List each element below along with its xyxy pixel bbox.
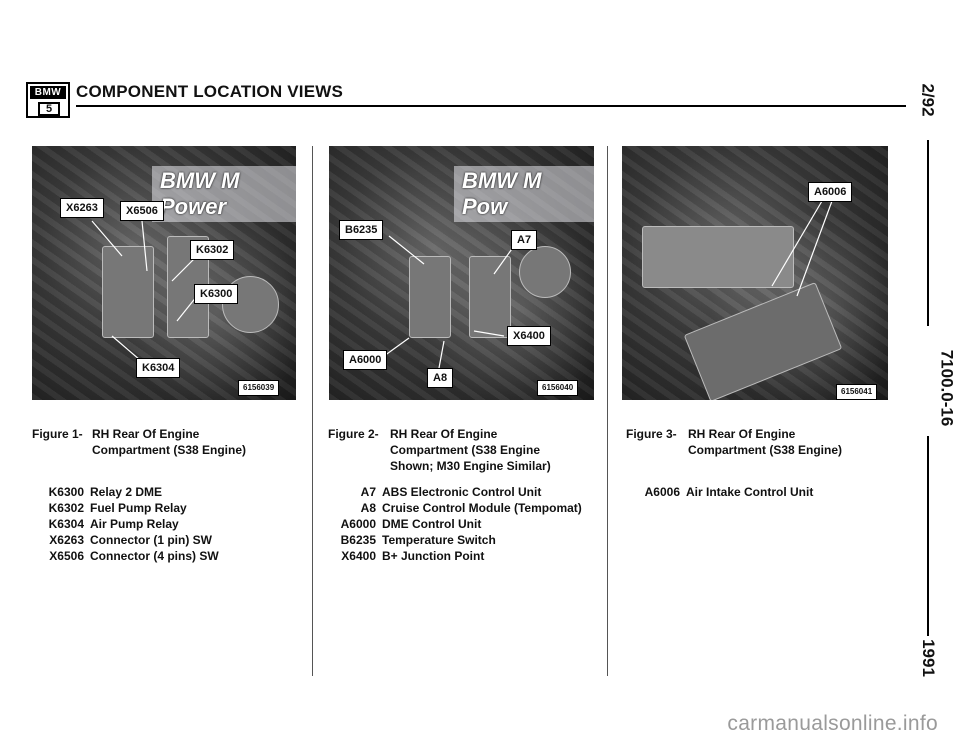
logo-series-number: 5	[38, 102, 60, 116]
figure-1-number: Figure 1-	[32, 427, 83, 441]
figure-2-photo: BMW M Pow B6235 A7 X6400 A6000 A8 615604…	[329, 146, 594, 400]
engine-cover-lettering: BMW M Power	[152, 166, 296, 222]
callout-k6300: K6300	[194, 284, 239, 304]
figure-1-leader-lines	[91, 220, 198, 361]
figure-3-photo-id: 6156041	[836, 384, 878, 400]
figure-1-caption: Figure 1- RH Rear Of Engine Compartment …	[32, 426, 302, 462]
side-rule-middle	[927, 436, 929, 636]
figure-1-caption-line-1: RH Rear Of Engine	[92, 427, 200, 441]
column-divider-2	[607, 146, 608, 676]
figure-1-photo: BMW M Power X6263 X6506 K6302 K6300 K630…	[32, 146, 296, 400]
engine-cover-lettering: BMW M Pow	[454, 166, 594, 222]
callout-a7: A7	[511, 230, 538, 250]
callout-x6506: X6506	[120, 201, 164, 221]
figure-3-caption: Figure 3- RH Rear Of Engine Compartment …	[626, 426, 896, 462]
figure-2-photo-id: 6156040	[537, 380, 579, 396]
side-rule-top	[927, 140, 929, 326]
figure-3-number: Figure 3-	[626, 427, 677, 441]
bmw-5-series-logo: BMW 5	[26, 82, 70, 118]
callout-a8: A8	[427, 368, 454, 388]
figure-3-caption-line-1: RH Rear Of Engine	[688, 427, 796, 441]
callout-a6006: A6006	[808, 182, 853, 202]
figure-2-caption-line-2: Compartment (S38 Engine	[390, 443, 541, 457]
callout-a6000: A6000	[343, 350, 388, 370]
callout-k6304: K6304	[136, 358, 181, 378]
logo-bmw-text: BMW	[30, 86, 66, 99]
column-divider-1	[312, 146, 313, 676]
page-title: COMPONENT LOCATION VIEWS	[76, 82, 344, 101]
figure-3-leader-lines	[771, 200, 833, 297]
callout-x6263: X6263	[60, 198, 104, 218]
figure-2-caption: Figure 2- RH Rear Of Engine Compartment …	[328, 426, 603, 478]
figure-2-caption-line-3: Shown; M30 Engine Similar)	[390, 459, 551, 473]
figure-2-caption-line-1: RH Rear Of Engine	[390, 427, 498, 441]
side-date: 2/92	[919, 83, 938, 117]
figure-3-photo: A6006 6156041	[622, 146, 888, 400]
watermark: carmanualsonline.info	[727, 712, 938, 735]
figure-3-caption-line-2: Compartment (S38 Engine)	[688, 443, 843, 457]
callout-b6235: B6235	[339, 220, 384, 240]
figure-1-caption-line-2: Compartment (S38 Engine)	[92, 443, 247, 457]
side-strip: 2/92 7100.0-16 1991	[908, 82, 957, 682]
side-manual-code: 7100.0-16	[937, 349, 957, 427]
figure-2-leader-lines	[383, 235, 515, 369]
callout-x6400: X6400	[507, 326, 551, 346]
title-rule	[76, 105, 906, 107]
figure-1-photo-id: 6156039	[238, 380, 280, 396]
side-year: 1991	[918, 639, 938, 677]
callout-k6302: K6302	[190, 240, 235, 260]
figure-2-number: Figure 2-	[328, 427, 379, 441]
